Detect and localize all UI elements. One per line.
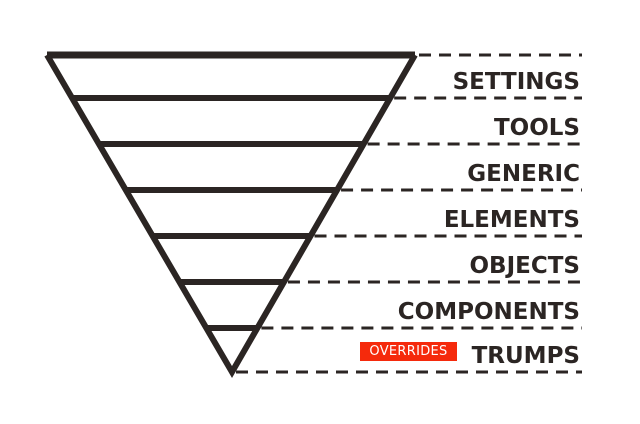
layer-label-elements: ELEMENTS	[444, 207, 580, 233]
triangle-outline	[44, 53, 418, 378]
layer-label-generic: GENERIC	[467, 161, 580, 187]
layer-label-objects: OBJECTS	[470, 253, 581, 279]
layer-label-tools: TOOLS	[494, 115, 580, 141]
layer-label-settings: SETTINGS	[453, 69, 580, 95]
layer-label-components: COMPONENTS	[398, 299, 580, 325]
overrides-badge: OVERRIDES	[360, 342, 457, 361]
layer-label-trumps: TRUMPS	[472, 343, 580, 369]
